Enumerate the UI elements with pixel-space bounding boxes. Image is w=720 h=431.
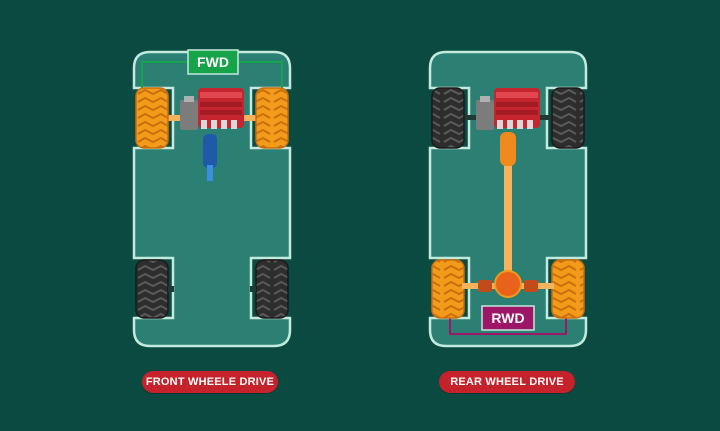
fwd-chassis: [132, 50, 292, 348]
fwd-caption: FRONT WHEELE DRIVE: [142, 371, 278, 393]
fwd-rear-right-tire-icon: [255, 259, 289, 319]
rwd-driveshaft: [504, 162, 512, 272]
rwd-rear-right-tire-icon: [551, 259, 585, 319]
rwd-differential-icon: [494, 270, 522, 298]
rwd-car: RWD: [428, 50, 588, 348]
fwd-front-right-tire-icon: [255, 87, 289, 149]
rwd-gearbox-icon: [500, 132, 516, 166]
rwd-badge: RWD: [481, 305, 535, 331]
fwd-car: FWD: [132, 49, 292, 348]
rwd-front-right-tire-icon: [551, 87, 585, 149]
rwd-front-left-tire-icon: [431, 87, 465, 149]
fwd-engine-icon: [180, 88, 244, 130]
rwd-rear-left-tire-icon: [431, 259, 465, 319]
rwd-engine-icon: [476, 88, 540, 130]
fwd-front-left-tire-icon: [135, 87, 169, 149]
fwd-badge: FWD: [187, 49, 239, 75]
rwd-caption: REAR WHEEL DRIVE: [439, 371, 575, 393]
fwd-rear-left-tire-icon: [135, 259, 169, 319]
fwd-badge-label: FWD: [197, 54, 229, 70]
rwd-badge-label: RWD: [491, 310, 524, 326]
fwd-gearbox-icon: [203, 134, 217, 181]
